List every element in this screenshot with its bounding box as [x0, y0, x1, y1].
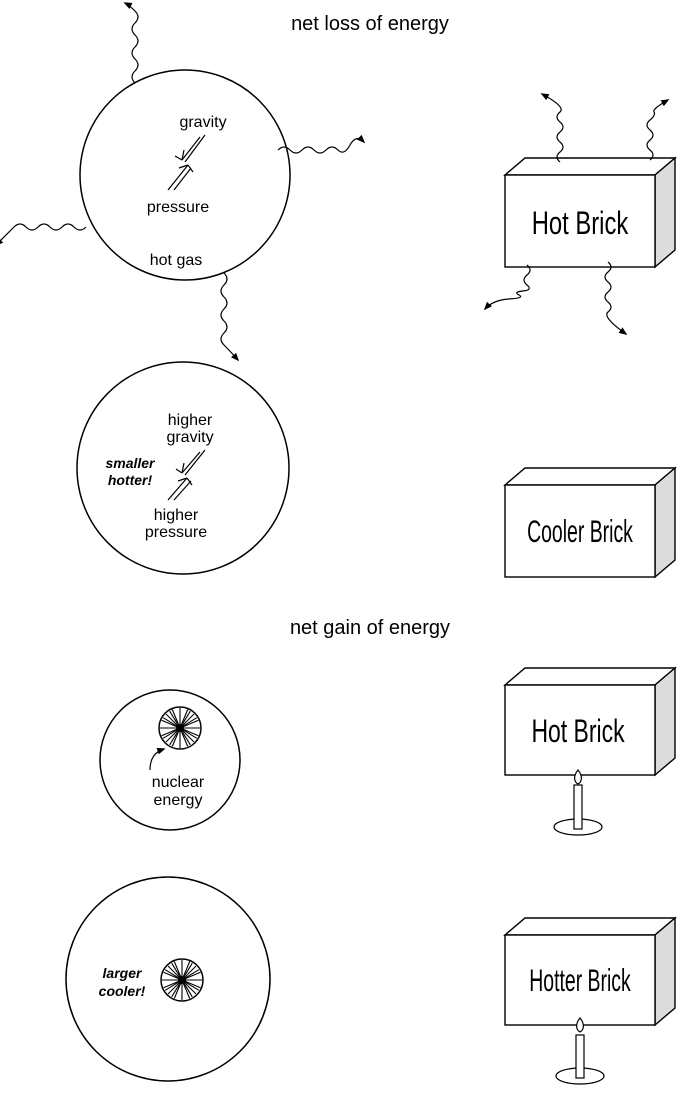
label-cooler: cooler!: [99, 983, 146, 999]
label-gravity: gravity: [179, 114, 226, 131]
brick-label: Hot Brick: [531, 713, 625, 749]
brick-hotter: Hotter Brick: [505, 918, 675, 1084]
brick-side-face: [655, 918, 675, 1025]
radiation-wave-icon: [221, 273, 238, 360]
label-higher-gravity-1: higher: [168, 412, 213, 429]
label-higher-gravity-2: gravity: [166, 429, 213, 446]
star-nuclear: nuclear energy: [100, 690, 240, 830]
brick-cooler: Cooler Brick: [505, 468, 675, 577]
brick-label: Cooler Brick: [527, 516, 633, 550]
nuclear-core-icon: [159, 707, 201, 749]
label-energy: energy: [154, 792, 203, 809]
radiation-wave-icon: [542, 94, 563, 162]
brick-hot-heated: Hot Brick: [505, 668, 675, 835]
candle-icon: [556, 1018, 604, 1084]
label-higher-pressure-1: higher: [154, 507, 199, 524]
heading-net-loss: net loss of energy: [291, 13, 449, 35]
brick-top-face: [505, 158, 675, 175]
candle-icon: [554, 770, 602, 835]
label-hotter: hotter!: [108, 472, 153, 488]
star-contracted: higher gravity smaller hotter! higher pr…: [77, 362, 289, 574]
star-expanded: larger cooler!: [66, 877, 270, 1081]
label-smaller: smaller: [105, 455, 156, 471]
heading-net-gain: net gain of energy: [290, 617, 450, 639]
brick-top-face: [505, 918, 675, 935]
label-pressure: pressure: [147, 199, 209, 216]
brick-top-face: [505, 668, 675, 685]
radiation-wave-icon: [605, 262, 626, 334]
label-hot-gas: hot gas: [150, 252, 202, 269]
radiation-wave-icon: [485, 265, 530, 309]
nuclear-core-icon: [161, 959, 203, 1001]
radiation-wave-icon: [0, 224, 86, 245]
radiation-wave-icon: [278, 139, 364, 153]
brick-side-face: [655, 468, 675, 577]
label-nuclear: nuclear: [152, 774, 205, 791]
radiation-wave-icon: [125, 3, 138, 83]
radiation-wave-icon: [647, 100, 668, 160]
brick-top-face: [505, 468, 675, 485]
star-hot-gas: gravity pressure hot gas: [0, 3, 364, 360]
brick-side-face: [655, 668, 675, 775]
brick-label: Hot Brick: [532, 204, 629, 240]
brick-hot: Hot Brick: [485, 94, 675, 334]
brick-label: Hotter Brick: [529, 965, 631, 999]
brick-side-face: [655, 158, 675, 267]
label-larger: larger: [103, 965, 143, 981]
label-higher-pressure-2: pressure: [145, 524, 207, 541]
